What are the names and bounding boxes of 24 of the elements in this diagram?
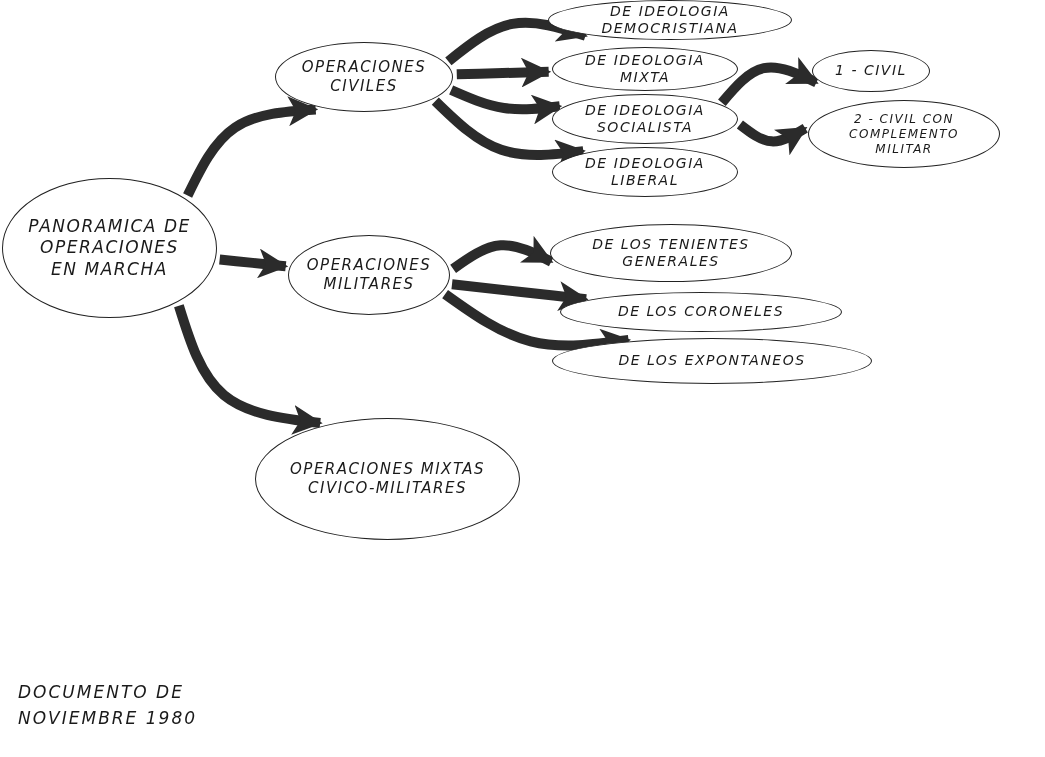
cloud-bubble [552, 47, 738, 91]
arrow [451, 279, 589, 312]
node-text: DE LOS TENIENTES GENERALES [591, 235, 751, 271]
cloud-bubble [552, 94, 738, 144]
node-text: OPERACIONES MIXTAS CIVICO-MILITARES [289, 460, 486, 498]
arrow [718, 57, 819, 106]
arrow [183, 96, 319, 198]
node-text: OPERACIONES MILITARES [305, 256, 433, 294]
node-text: PANORAMICA DE OPERACIONES EN MARCHA [27, 216, 192, 280]
arrow [449, 85, 563, 125]
arrow [456, 57, 552, 88]
node-text: 2 - CIVIL CON COMPLEMENTO MILITAR [848, 111, 960, 157]
node-text: DE IDEOLOGIA LIBERAL [584, 154, 706, 190]
node-text: DE IDEOLOGIA DEMOCRISTIANA [600, 2, 740, 38]
node-text: OPERACIONES CIVILES [300, 58, 428, 96]
node-text: DE LOS CORONELES [617, 303, 785, 321]
arrow [450, 235, 554, 273]
node-text: DE LOS EXPONTANEOS [618, 352, 806, 370]
node-text: 1 - CIVIL [835, 62, 907, 80]
node-text: DE IDEOLOGIA SOCIALISTA [584, 101, 706, 137]
node-text: DE IDEOLOGIA MIXTA [584, 51, 706, 87]
note-text: DOCUMENTO DE NOVIEMBRE 1980 [18, 681, 199, 730]
arrow [219, 248, 289, 279]
arrow [174, 304, 323, 435]
